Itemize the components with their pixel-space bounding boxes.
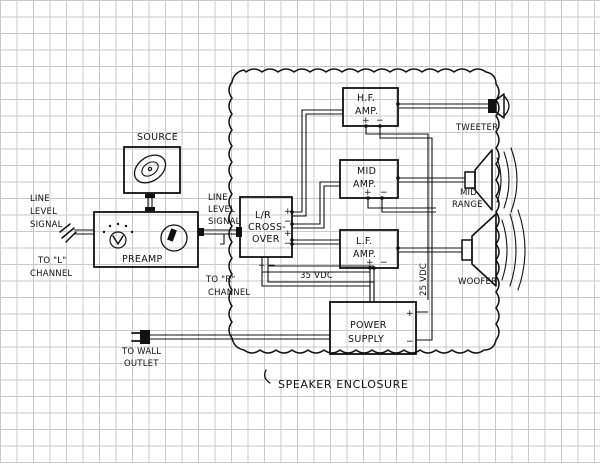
amp-power-rails xyxy=(365,126,436,302)
speaker-enclosure-outline xyxy=(228,68,500,354)
crossover-plus-1: + xyxy=(284,207,292,217)
to-wall-outlet-label-2: OUTLET xyxy=(124,359,159,369)
lf-to-woofer-wire xyxy=(398,247,462,253)
crossover-plus-2: + xyxy=(284,229,292,239)
lf-amp-plus: + xyxy=(366,258,374,268)
lf-amp-label-1: L.F. xyxy=(356,236,372,247)
rca-plug-icon xyxy=(59,223,94,243)
record-icon xyxy=(133,154,167,184)
preamp-box xyxy=(93,211,199,268)
power-supply-box xyxy=(329,301,417,355)
lf-amp-minus: − xyxy=(380,258,388,268)
crossover-label-3: OVER xyxy=(252,234,280,245)
hf-amp-label-2: AMP. xyxy=(355,106,378,117)
hf-amp-minus: − xyxy=(376,116,384,126)
mid-amp-minus: − xyxy=(380,188,388,198)
to-l-channel-label-2: CHANNEL xyxy=(30,269,72,279)
line-level-signal-2-label-3: SIGNAL xyxy=(208,217,241,227)
preamp-out-jack xyxy=(198,228,204,236)
vdc-35-bus xyxy=(261,257,375,302)
midrange-speaker-icon xyxy=(464,147,518,213)
line-level-signal-2-label-2: LEVEL xyxy=(208,205,235,215)
mid-amp-plus: + xyxy=(364,188,372,198)
crossover-to-hf-wire xyxy=(292,109,343,217)
source-box xyxy=(123,146,181,194)
hf-to-tweeter-wire xyxy=(398,103,488,109)
mid-range-label-2: RANGE xyxy=(452,200,483,210)
to-r-channel-label-2: CHANNEL xyxy=(208,288,250,298)
crossover-minus-1: − xyxy=(284,217,292,227)
power-supply-minus: − xyxy=(406,337,414,347)
crossover-in-jack xyxy=(236,227,242,237)
crossover-box xyxy=(239,196,293,258)
to-r-channel-label-1: TO "R" xyxy=(205,275,236,285)
power-supply-label-2: SUPPLY xyxy=(348,334,384,345)
mid-amp-label-2: AMP. xyxy=(353,179,376,190)
tweeter-icon xyxy=(488,93,510,119)
hf-amp-label-1: H.F. xyxy=(357,93,375,104)
power-supply-label-1: POWER xyxy=(350,320,387,331)
preamp-top-jack xyxy=(145,207,155,211)
vdc-35-label: 35 VDC xyxy=(300,271,333,281)
crossover-label-2: CROSS- xyxy=(248,222,286,233)
tweeter-label: TWEETER xyxy=(455,123,498,133)
crossover-to-mid-wire xyxy=(292,181,340,229)
source-jack xyxy=(145,194,155,198)
woofer-icon xyxy=(461,209,526,291)
hf-amp-plus: + xyxy=(362,116,370,126)
line-level-signal-label-3: SIGNAL xyxy=(30,220,63,230)
hf-amp-box xyxy=(342,87,399,127)
woofer-label: WOOFER xyxy=(458,277,497,287)
crossover-to-lf-wire xyxy=(292,239,340,245)
lf-amp-label-2: AMP. xyxy=(353,249,376,260)
crossover-label-1: L/R xyxy=(255,210,271,221)
preamp-to-crossover-wire xyxy=(204,229,238,245)
enclosure-pointer xyxy=(264,369,271,384)
line-level-signal-label-1: LINE xyxy=(30,194,50,204)
source-label: SOURCE xyxy=(137,132,178,143)
mid-amp-label-1: MID xyxy=(357,166,376,177)
line-level-signal-2-label-1: LINE xyxy=(208,193,228,203)
crossover-minus-2: − xyxy=(284,239,292,249)
to-l-channel-label-1: TO "L" xyxy=(37,256,66,266)
to-wall-outlet-label-1: TO WALL xyxy=(121,347,161,357)
power-supply-plus: + xyxy=(406,309,414,319)
vdc-25-label: 25 VDC xyxy=(419,263,429,296)
power-supply-out-wire xyxy=(416,300,433,341)
power-cord xyxy=(150,334,330,340)
speaker-enclosure-label: SPEAKER ENCLOSURE xyxy=(278,378,408,391)
volume-knob-icon xyxy=(160,224,188,252)
line-level-signal-label-2: LEVEL xyxy=(30,207,57,217)
preamp-knob-icon xyxy=(102,222,134,249)
preamp-label: PREAMP xyxy=(122,254,163,265)
wall-plug-icon xyxy=(131,330,150,344)
mid-range-label-1: MID xyxy=(460,188,477,198)
